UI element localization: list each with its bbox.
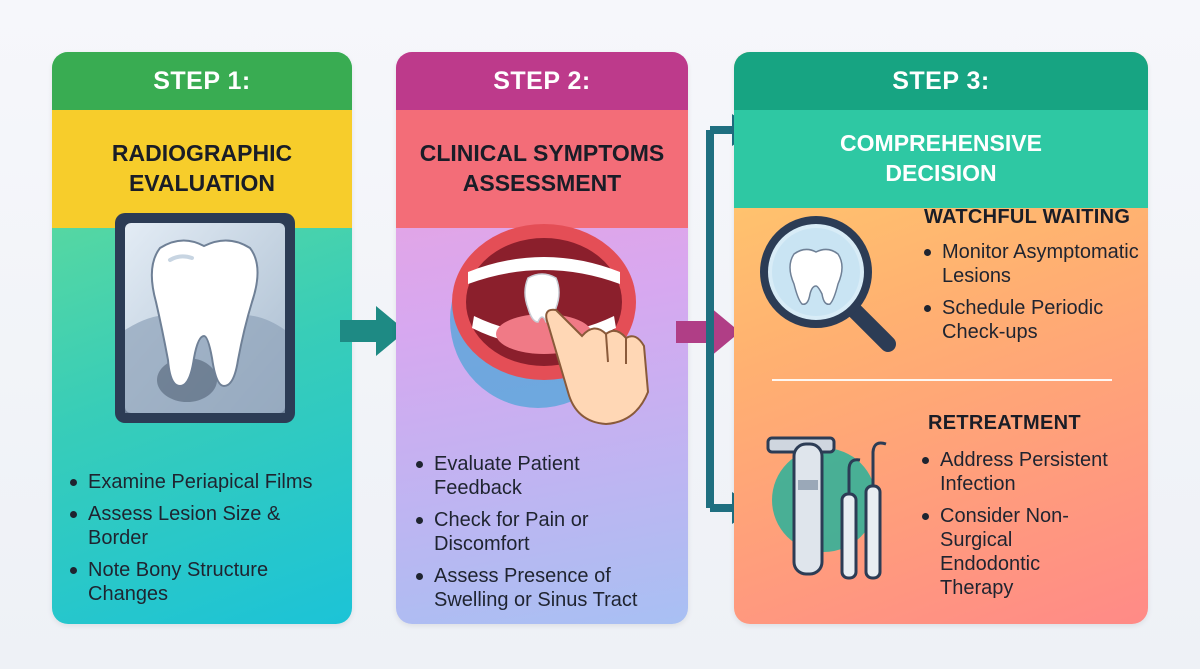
tooth-xray-icon	[115, 213, 295, 423]
list-item: Check for Pain or Discomfort	[412, 508, 688, 556]
list-item: Assess Lesion Size & Border	[66, 502, 346, 550]
step3-title: COMPREHENSIVE DECISION	[734, 110, 1148, 208]
step3-title-line2: DECISION	[885, 160, 997, 186]
list-item: Schedule Periodic Check-ups	[920, 296, 1146, 344]
step1-bullets: Examine Periapical Films Assess Lesion S…	[66, 470, 346, 614]
step1-title: RADIOGRAPHIC EVALUATION	[52, 110, 352, 228]
magnifier-tooth-icon	[760, 216, 896, 352]
arrow-right-icon	[340, 306, 406, 356]
step2-title-line1: CLINICAL SYMPTOMS	[419, 140, 665, 167]
step3-label: STEP 3:	[734, 52, 1148, 110]
list-item: Monitor Asymptomatic Lesions	[920, 240, 1146, 288]
step1-label: STEP 1:	[52, 52, 352, 110]
list-item: Note Bony Structure Changes	[66, 558, 346, 606]
list-item: Consider Non- Surgical Endodontic Therap…	[918, 504, 1146, 600]
step2-label: STEP 2:	[396, 52, 688, 110]
step2-bullets: Evaluate Patient Feedback Check for Pain…	[412, 452, 688, 620]
divider	[772, 379, 1112, 381]
open-mouth-pointing-icon	[450, 224, 650, 426]
step1-title-line1: RADIOGRAPHIC	[111, 140, 293, 167]
list-item: Assess Presence of Swelling or Sinus Tra…	[412, 564, 688, 612]
step2-card: STEP 2: CLINICAL SYMPTOMS ASSESSMENT	[396, 52, 688, 624]
list-item: Address Persistent Infection	[918, 448, 1146, 496]
option1-heading: WATCHFUL WAITING	[924, 206, 1131, 228]
step1-title-line2: EVALUATION	[128, 170, 276, 196]
step2-title-line2: ASSESSMENT	[462, 170, 622, 196]
dental-tools-icon	[766, 436, 887, 580]
list-item: Examine Periapical Films	[66, 470, 346, 494]
list-item: Evaluate Patient Feedback	[412, 452, 688, 500]
option1-bullets: Monitor Asymptomatic Lesions Schedule Pe…	[920, 240, 1146, 352]
step1-card: STEP 1: RADIOGRAPHIC EVALUATION	[52, 52, 352, 624]
step2-title: CLINICAL SYMPTOMS ASSESSMENT	[396, 110, 688, 228]
step3-title-line1: COMPREHENSIVE	[840, 130, 1042, 157]
option2-heading: RETREATMENT	[928, 412, 1081, 434]
option2-bullets: Address Persistent Infection Consider No…	[918, 448, 1146, 608]
